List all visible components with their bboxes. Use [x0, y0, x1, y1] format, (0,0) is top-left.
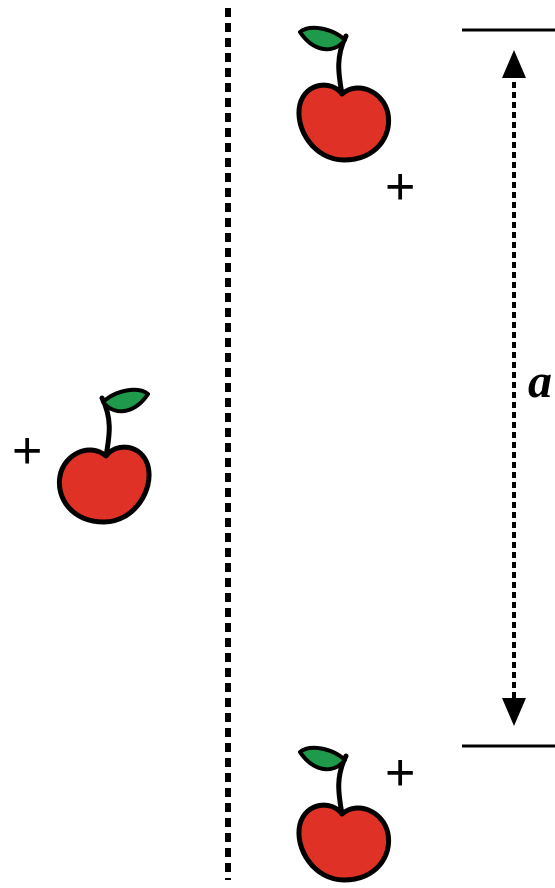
- cherry-icon-bottom: [299, 748, 389, 880]
- cherry-icon-top: [299, 28, 389, 160]
- charge-sign-top: +: [385, 158, 415, 216]
- arrow-head-down-icon: [502, 698, 526, 726]
- charge-sign-bottom: +: [385, 744, 415, 802]
- cherry-icon-left: [59, 390, 149, 522]
- dimension-arrow: [502, 50, 526, 726]
- arrow-head-up-icon: [502, 50, 526, 78]
- dimension-label: a: [528, 355, 552, 408]
- charge-sign-left: +: [12, 422, 42, 480]
